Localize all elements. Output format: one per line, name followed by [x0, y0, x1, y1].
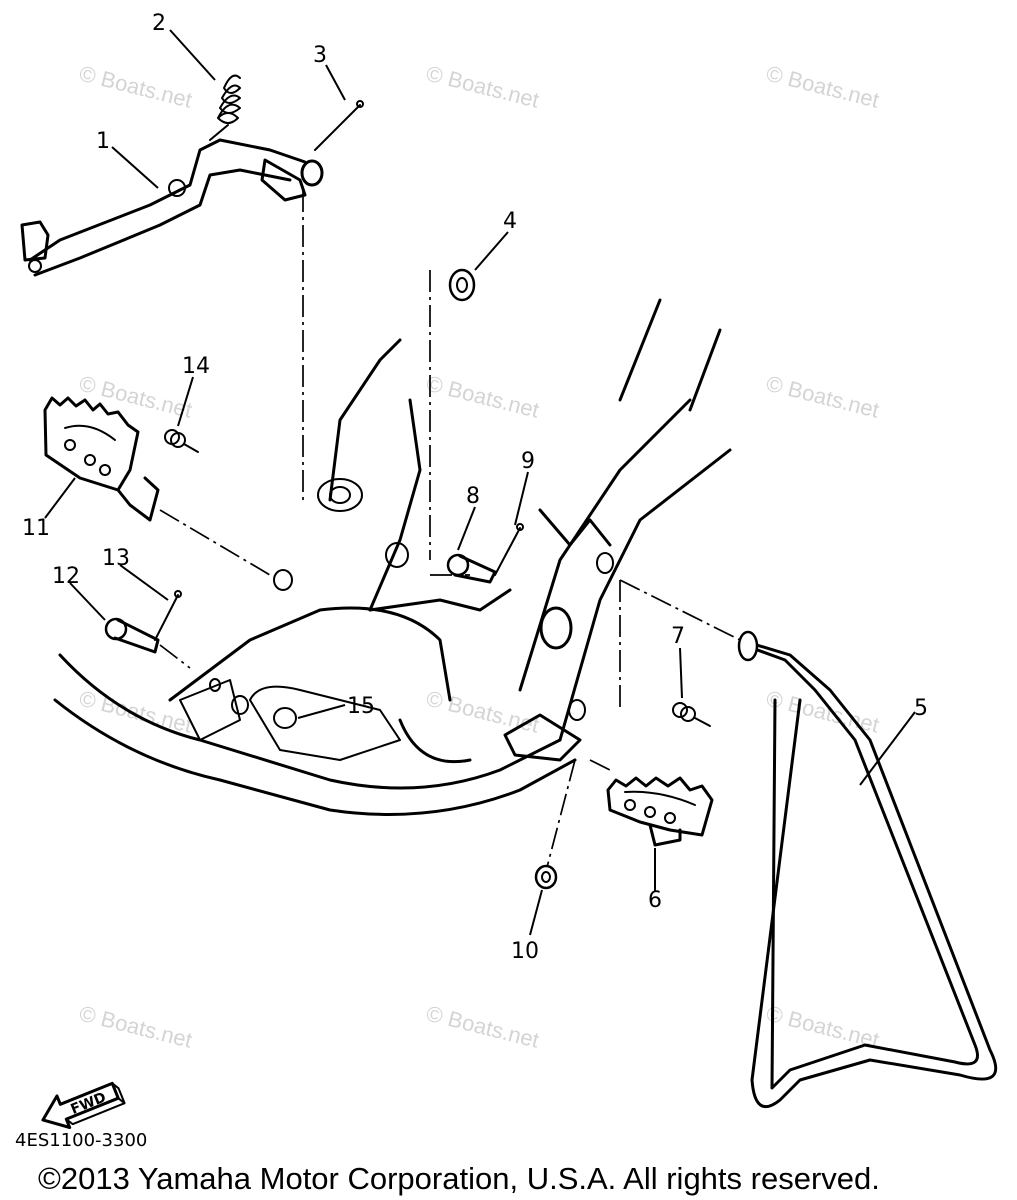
callout-7: 7: [671, 624, 685, 649]
footrest-spring-right: [672, 702, 711, 727]
washer-right: [534, 864, 558, 890]
watermark: © Boats.net: [424, 371, 542, 423]
diagram-code: 4ES1100-3300: [15, 1130, 147, 1151]
footrest-pin-left: [104, 617, 160, 654]
callout-14: 14: [182, 354, 210, 379]
callout-11: 11: [22, 516, 50, 541]
callout-6: 6: [648, 888, 662, 913]
fwd-arrow-icon: FWD: [41, 1081, 126, 1130]
washer: [448, 268, 476, 302]
watermark: © Boats.net: [77, 61, 195, 113]
callout-8: 8: [466, 484, 480, 509]
callout-leaders: [44, 29, 916, 936]
copyright-text: ©2013 Yamaha Motor Corporation, U.S.A. A…: [38, 1161, 880, 1196]
assembly-lines: [159, 190, 741, 876]
watermark: © Boats.net: [764, 371, 882, 423]
cotter-pin-left: [154, 590, 182, 641]
watermark: © Boats.net: [764, 686, 882, 738]
callout-10: 10: [511, 939, 539, 964]
cotter-pin: [314, 100, 364, 151]
callout-labels: 1 2 3 4 5 6 7 8 9 10 11 12 13 14 15: [22, 11, 928, 964]
frame: [53, 298, 732, 816]
cotter-pin-right: [494, 523, 524, 576]
watermark: © Boats.net: [424, 61, 542, 113]
watermark-layer: © Boats.net © Boats.net © Boats.net © Bo…: [77, 61, 882, 1053]
footrest-left[interactable]: [43, 396, 160, 522]
footrest-pin-right: [446, 553, 497, 584]
watermark: © Boats.net: [77, 371, 195, 423]
footrest-right[interactable]: [606, 776, 714, 847]
callout-3: 3: [313, 43, 327, 68]
return-spring: [209, 74, 241, 141]
callout-4: 4: [503, 209, 517, 234]
brake-pedal[interactable]: [20, 138, 324, 277]
watermark: © Boats.net: [764, 61, 882, 113]
watermark: © Boats.net: [424, 1001, 542, 1053]
callout-15: 15: [347, 694, 375, 719]
watermark: © Boats.net: [77, 1001, 195, 1053]
callout-13: 13: [102, 546, 130, 571]
callout-5: 5: [914, 696, 928, 721]
watermark: © Boats.net: [424, 686, 542, 738]
callout-9: 9: [521, 449, 535, 474]
callout-1: 1: [96, 129, 110, 154]
footrest-spring-left: [164, 429, 199, 453]
callout-12: 12: [52, 564, 80, 589]
side-stand[interactable]: [737, 630, 998, 1109]
callout-2: 2: [152, 11, 166, 36]
